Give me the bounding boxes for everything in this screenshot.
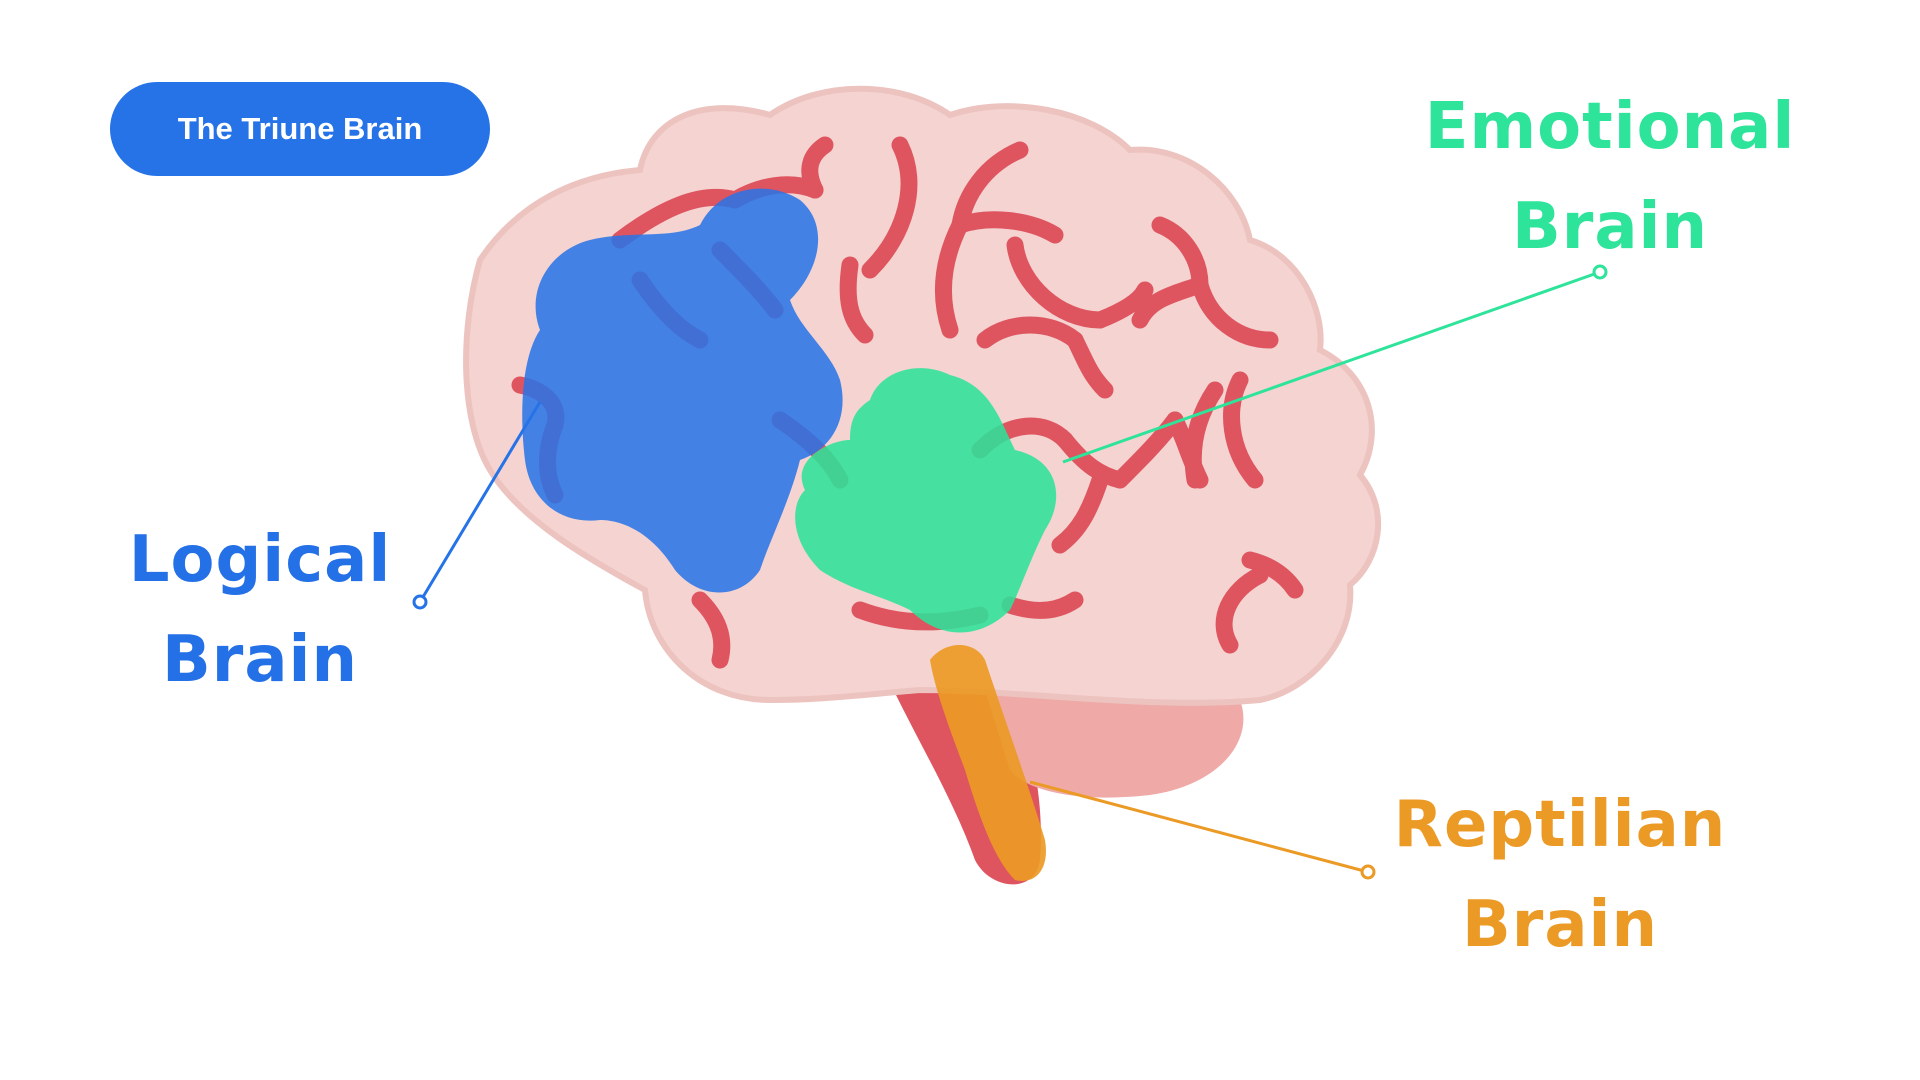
- reptilian-region: [930, 645, 1046, 881]
- emotional-region: [795, 368, 1057, 633]
- emotional-label-line2: Brain: [1511, 190, 1709, 264]
- brain-grooves: [511, 136, 1304, 669]
- logical-region: [522, 188, 843, 593]
- reptilian-leader-line: [1029, 780, 1376, 880]
- cerebellum: [985, 690, 1244, 798]
- emotional-brain-label: Emotional Brain: [1390, 77, 1830, 277]
- emotional-label-line1: Emotional: [1424, 90, 1796, 164]
- title-text: The Triune Brain: [177, 111, 423, 146]
- logical-label-line2: Brain: [161, 623, 359, 697]
- logical-label-line1: Logical: [128, 523, 392, 597]
- reptilian-label-line1: Reptilian: [1393, 788, 1727, 862]
- emotional-leader-line: [1062, 264, 1608, 464]
- logical-leader-line: [412, 401, 542, 610]
- reptilian-label-line2: Brain: [1461, 888, 1659, 962]
- logical-brain-label: Logical Brain: [90, 510, 430, 710]
- reptilian-brain-label: Reptilian Brain: [1370, 775, 1750, 975]
- title-badge: The Triune Brain: [110, 82, 490, 176]
